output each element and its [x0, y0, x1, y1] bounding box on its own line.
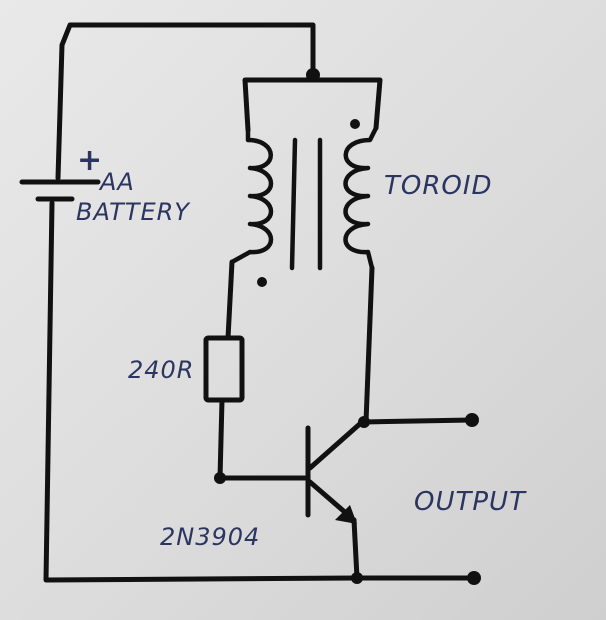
wire-resistor-to-base [217, 397, 308, 481]
wire-emitter-down [351, 517, 360, 581]
wire-coil-to-collector [363, 265, 375, 425]
junction-base [214, 472, 226, 484]
toroid-core-line-1 [289, 137, 298, 271]
output-terminal-bottom[interactable] [467, 571, 481, 585]
toroid-label: TOROID [384, 171, 493, 201]
wire-left-down [43, 200, 360, 583]
wire-top-left [55, 22, 316, 181]
left-coil-phase-dot [257, 277, 267, 287]
transistor-label: 2N3904 [160, 523, 260, 551]
output-terminal-top[interactable] [465, 413, 479, 427]
toroid-right-coil [343, 125, 379, 271]
wire-output-top [361, 417, 475, 425]
battery-plus-label: + [77, 143, 103, 178]
resistor-label: 240R [128, 356, 194, 384]
wire-toroid-frame-top [242, 77, 383, 133]
battery-label-line2: BATTERY [76, 198, 191, 226]
right-coil-phase-dot [350, 119, 360, 129]
toroid-left-coil [229, 127, 274, 265]
transistor-emitter-arrow [335, 505, 357, 524]
resistor-240r [203, 335, 245, 403]
output-label: OUTPUT [414, 487, 527, 517]
battery-label-line1: AA [98, 168, 135, 196]
transistor-collector [307, 419, 365, 471]
wire-coil-to-resistor [225, 259, 235, 341]
